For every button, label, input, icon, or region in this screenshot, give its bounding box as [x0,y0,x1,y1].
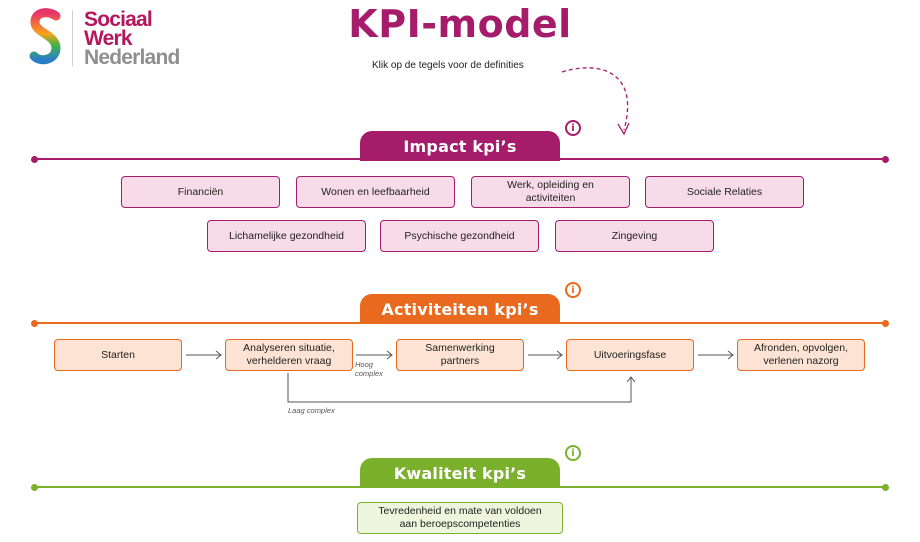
info-icon[interactable]: i [565,120,581,136]
impact-line-end-dot [882,156,889,163]
info-icon[interactable]: i [565,282,581,298]
impact-header: Impact kpi’s [360,131,560,161]
activiteiten-flow-arrows [186,350,734,403]
flow-label-hoog-complex: Hoog complex [355,360,383,378]
low-complex-arrowhead [626,376,636,383]
logo-s-icon [29,8,61,65]
tile-analyseren-situatie[interactable]: Analyseren situatie, verhelderen vraag [225,339,353,371]
tile-tevredenheid[interactable]: Tevredenheid en mate van voldoen aan ber… [357,502,563,534]
hint-text: Klik op de tegels voor de definities [372,60,524,71]
flow-arrow [556,350,563,360]
page-title: KPI-model [348,2,572,46]
logo-text-line1: Sociaal [84,8,153,31]
activiteiten-header: Activiteiten kpi’s [360,294,560,324]
flow-arrow [386,350,393,360]
logo-divider [72,10,73,66]
tile-sociale-relaties[interactable]: Sociale Relaties [645,176,804,208]
info-icon[interactable]: i [565,445,581,461]
logo-text-line3: Nederland [84,46,180,69]
flow-arrow [727,350,734,360]
activiteiten-line-end-dot [882,320,889,327]
tile-financien[interactable]: Financiën [121,176,280,208]
kwaliteit-line-end-dot [882,484,889,491]
flow-label-laag-complex: Laag complex [288,406,335,415]
tile-psychische-gezondheid[interactable]: Psychische gezondheid [380,220,539,252]
kwaliteit-header: Kwaliteit kpi’s [360,458,560,488]
impact-line-start-dot [31,156,38,163]
tile-werk-opleiding[interactable]: Werk, opleiding en activiteiten [471,176,630,208]
tile-lichamelijke-gezondheid[interactable]: Lichamelijke gezondheid [207,220,366,252]
tile-samenwerking-partners[interactable]: Samenwerking partners [396,339,524,371]
tile-wonen-leefbaarheid[interactable]: Wonen en leefbaarheid [296,176,455,208]
tile-starten[interactable]: Starten [54,339,182,371]
kwaliteit-line-start-dot [31,484,38,491]
tile-uitvoeringsfase[interactable]: Uitvoeringsfase [566,339,694,371]
low-complex-arrow [287,373,632,403]
tile-zingeving[interactable]: Zingeving [555,220,714,252]
flow-arrow [215,350,222,360]
activiteiten-line-start-dot [31,320,38,327]
tile-afronden-nazorg[interactable]: Afronden, opvolgen, verlenen nazorg [737,339,865,371]
hint-arrow-icon [561,67,630,136]
logo-text-line2: Werk [84,27,133,50]
